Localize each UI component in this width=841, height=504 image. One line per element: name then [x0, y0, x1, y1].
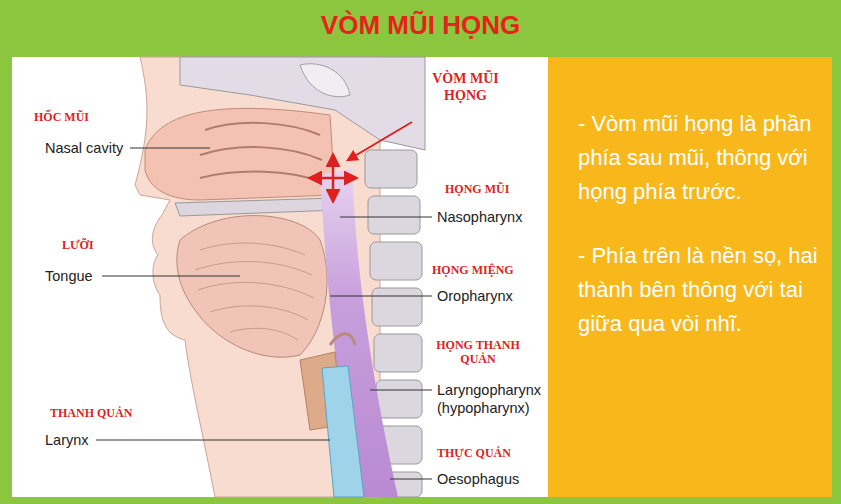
part-name-vi: HỌNG MŨI [445, 182, 509, 196]
larynx [322, 366, 364, 497]
turbinate [200, 172, 322, 182]
part-name-en: Laryngopharynx (hypopharynx) [437, 381, 545, 417]
palate [175, 198, 338, 216]
epiglottis [330, 334, 355, 345]
part-name-en: Tongue [45, 267, 93, 285]
part-name-vi: THỰC QUẢN [437, 446, 511, 460]
illustration-panel [12, 57, 548, 497]
part-name-en: Nasopharynx [437, 208, 522, 226]
part-name-en: Oesophagus [437, 470, 519, 488]
part-name-vi: THANH QUẢN [50, 406, 132, 420]
callout-arrow [348, 122, 412, 160]
part-name-en: Larynx [45, 431, 89, 449]
part-name-vi: LƯỠI [62, 238, 94, 252]
part-name-vi: HỌNG THANH QUẢN [428, 338, 528, 366]
part-name-en: Nasal cavity [45, 139, 123, 157]
info-paragraph: - Phía trên là nền sọ, hai thành bên thô… [578, 239, 820, 341]
info-panel: - Vòm mũi họng là phần phía sau mũi, thô… [548, 57, 832, 497]
turbinate [200, 147, 322, 160]
turbinate [205, 123, 320, 135]
part-name-vi: HỐC MŨI [34, 110, 89, 124]
title: VÒM MŨI HỌNG [0, 10, 841, 41]
part-name-vi: VÒM MŨI HỌNG [418, 70, 513, 104]
part-name-en: Oropharynx [437, 287, 513, 305]
tongue-striation [195, 243, 314, 340]
location-cross [310, 155, 356, 201]
nasal-cavity [145, 108, 335, 200]
part-name-vi: HỌNG MIỆNG [432, 263, 514, 277]
info-paragraph: - Vòm mũi họng là phần phía sau mũi, thô… [578, 107, 820, 209]
sinus [300, 64, 350, 97]
leader-line [96, 148, 432, 479]
tongue [177, 216, 327, 358]
